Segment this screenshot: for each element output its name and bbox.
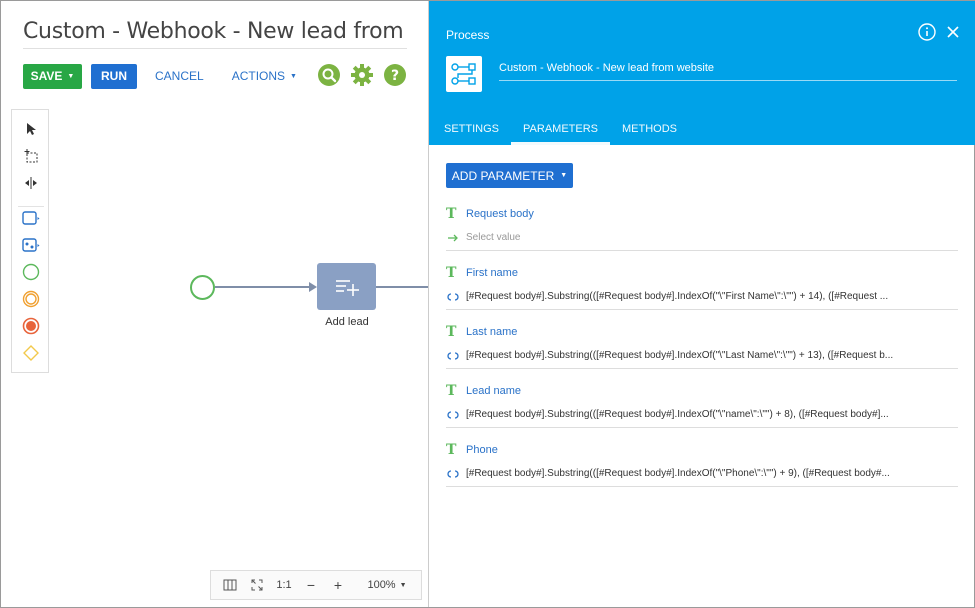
designer-toolbar: SAVE ▼ RUN CANCEL ACTIONS ▼ (23, 63, 297, 89)
map-icon[interactable] (211, 579, 249, 591)
task-label: Add lead (325, 316, 369, 328)
task-shape-icon[interactable] (21, 208, 41, 228)
parameter-item: T Request body Select value (446, 205, 958, 251)
tab-parameters[interactable]: PARAMETERS (511, 119, 610, 145)
gateway-icon[interactable] (21, 343, 41, 363)
sequence-flow[interactable] (215, 286, 315, 288)
panel-header: Process Custom - Webhook - New lead from… (429, 1, 975, 145)
chevron-down-icon: ▼ (560, 172, 568, 179)
chevron-down-icon: ▼ (67, 72, 75, 80)
process-title: Custom - Webhook - New lead from website (23, 19, 407, 49)
save-button[interactable]: SAVE ▼ (23, 63, 82, 89)
parameter-value-field[interactable]: [#Request body#].Substring(([#Request bo… (446, 288, 958, 310)
help-icon[interactable]: ? (383, 63, 407, 87)
formula-icon (446, 469, 460, 479)
parameter-name[interactable]: Lead name (466, 385, 522, 397)
zoom-level-select[interactable]: 100% ▼ (357, 579, 417, 591)
process-designer: Custom - Webhook - New lead from website… (1, 1, 428, 607)
text-type-icon: T (446, 324, 457, 340)
parameter-item: T Last name [#Request body#].Substring((… (446, 323, 958, 369)
parameter-item: T Phone [#Request body#].Substring(([#Re… (446, 441, 958, 487)
parameter-item: T First name [#Request body#].Substring(… (446, 264, 958, 310)
start-event[interactable] (190, 275, 215, 300)
zoom-level: 100% (367, 579, 396, 591)
info-icon[interactable] (918, 23, 936, 41)
parameter-value-field[interactable]: [#Request body#].Substring(([#Request bo… (446, 406, 958, 428)
element-palette (11, 109, 49, 373)
close-icon[interactable] (946, 25, 960, 39)
zoom-reset-button[interactable]: 1:1 (276, 579, 292, 591)
parameter-value: [#Request body#].Substring(([#Request bo… (466, 468, 890, 479)
actions-button-label: ACTIONS (231, 69, 286, 83)
end-event-icon[interactable] (21, 316, 41, 336)
run-button[interactable]: RUN (91, 63, 137, 89)
panel-title: Process (446, 28, 490, 42)
actions-button[interactable]: ACTIONS ▼ (232, 69, 297, 83)
text-type-icon: T (446, 442, 457, 458)
text-type-icon: T (446, 383, 457, 399)
arrow-right-icon (446, 234, 460, 242)
parameter-value: [#Request body#].Substring(([#Request bo… (466, 350, 894, 361)
chevron-down-icon: ▼ (399, 581, 407, 589)
parameter-value-field[interactable]: Select value (446, 229, 958, 251)
toolbar-icons: ? (317, 63, 416, 87)
add-data-icon (335, 279, 359, 296)
palette-divider (18, 206, 44, 207)
zoom-out-button[interactable]: − (306, 577, 316, 593)
formula-icon (446, 410, 460, 420)
parameter-value: [#Request body#].Substring(([#Request bo… (466, 291, 889, 302)
tab-methods[interactable]: METHODS (622, 123, 677, 135)
intermediate-event-icon[interactable] (21, 289, 41, 309)
formula-icon (446, 292, 460, 302)
text-type-icon: T (446, 206, 457, 222)
chevron-down-icon: ▼ (290, 72, 297, 80)
parameter-value-field[interactable]: [#Request body#].Substring(([#Request bo… (446, 347, 958, 369)
tab-settings[interactable]: SETTINGS (444, 123, 500, 135)
add-parameter-button[interactable]: ADD PARAMETER ▼ (446, 163, 573, 188)
zoom-toolbar: 1:1 − + 100% ▼ (210, 570, 422, 600)
process-icon (446, 56, 482, 92)
lasso-select-icon[interactable] (21, 146, 41, 166)
start-event-icon[interactable] (21, 262, 41, 282)
parameter-name[interactable]: First name (466, 267, 518, 279)
text-type-icon: T (446, 265, 457, 281)
parameter-value: Select value (466, 232, 521, 243)
add-parameter-label: ADD PARAMETER (451, 168, 555, 183)
cancel-button[interactable]: CANCEL (155, 69, 204, 83)
gear-icon[interactable] (350, 63, 374, 87)
parameter-value: [#Request body#].Substring(([#Request bo… (466, 409, 889, 420)
parameter-name[interactable]: Last name (466, 326, 518, 338)
pointer-icon[interactable] (21, 119, 41, 139)
user-task-icon[interactable] (21, 235, 41, 255)
search-icon[interactable] (317, 63, 341, 87)
parameter-name[interactable]: Request body (466, 208, 534, 220)
sequence-flow-outgoing[interactable] (376, 286, 428, 288)
svg-text:?: ? (391, 68, 399, 84)
formula-icon (446, 351, 460, 361)
panel-tabs: SETTINGS PARAMETERS METHODS (429, 119, 689, 145)
fit-to-screen-icon[interactable] (249, 579, 265, 591)
process-name-field[interactable]: Custom - Webhook - New lead from website (499, 62, 957, 81)
process-panel: Process Custom - Webhook - New lead from… (428, 1, 975, 607)
space-tool-icon[interactable] (21, 173, 41, 193)
save-button-label: SAVE (30, 69, 63, 83)
parameter-value-field[interactable]: [#Request body#].Substring(([#Request bo… (446, 465, 958, 487)
parameter-name[interactable]: Phone (466, 444, 498, 456)
parameter-item: T Lead name [#Request body#].Substring((… (446, 382, 958, 428)
zoom-in-button[interactable]: + (333, 577, 343, 593)
sequence-flow-arrow (309, 282, 317, 292)
add-lead-task[interactable] (317, 263, 376, 310)
